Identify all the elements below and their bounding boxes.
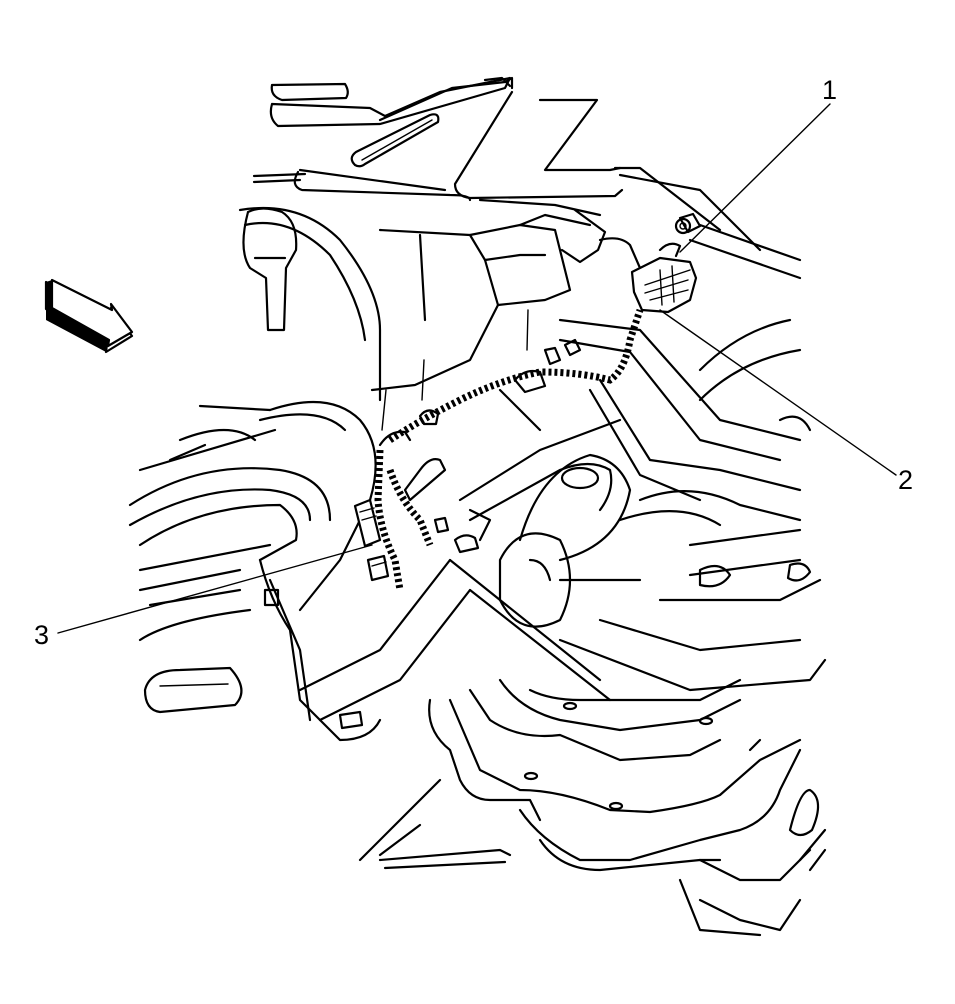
harness-connector-upper	[630, 217, 698, 314]
lower-center-rail	[258, 418, 642, 742]
callout-2-label: 2	[898, 465, 914, 495]
callout-1-label: 1	[822, 75, 838, 105]
callout-3-label: 3	[34, 620, 50, 650]
bottom-crossmember	[358, 678, 827, 937]
right-frame-rail	[558, 212, 827, 692]
callout-leaders	[57, 103, 897, 634]
left-frame-rail	[128, 206, 382, 714]
callout-2-leader	[659, 309, 897, 476]
upper-crossmember	[252, 76, 762, 252]
center-housing	[370, 198, 607, 431]
wiring-harness	[374, 237, 644, 591]
callout-3-leader	[57, 544, 373, 634]
front-direction-arrow-icon	[44, 278, 134, 354]
harness-connector-lower	[353, 498, 390, 582]
callout-1-leader	[679, 103, 831, 253]
